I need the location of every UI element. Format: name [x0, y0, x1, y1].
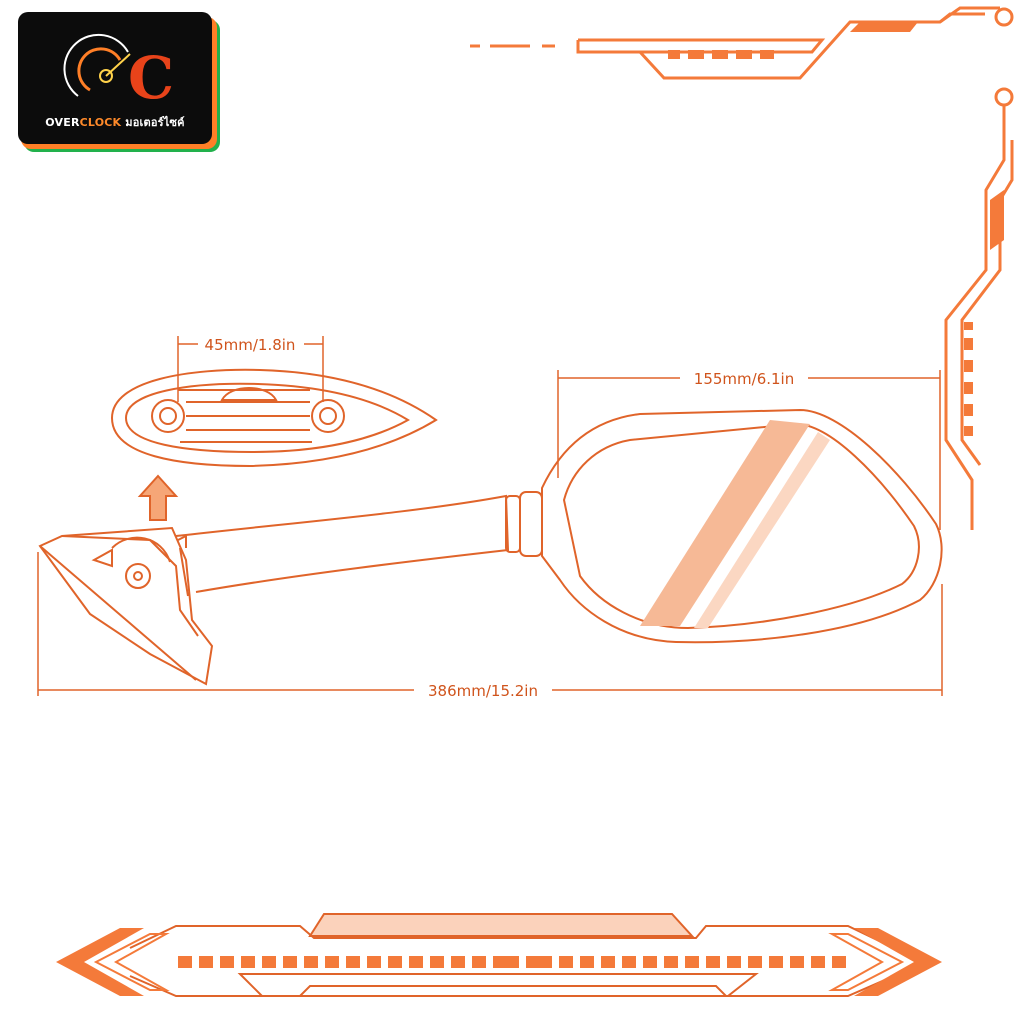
banner-dash — [601, 956, 615, 968]
banner-dash — [622, 956, 636, 968]
banner-dash — [727, 956, 741, 968]
banner-dash — [199, 956, 213, 968]
banner-dash — [493, 956, 519, 968]
banner-dash — [811, 956, 825, 968]
banner-dash — [346, 956, 360, 968]
banner-dash — [451, 956, 465, 968]
speedometer-logo-icon: C — [63, 33, 174, 112]
banner-dash — [430, 956, 444, 968]
bottom-banner-dashes — [178, 956, 846, 968]
banner-dash — [241, 956, 255, 968]
mirror-head — [541, 408, 943, 644]
logo-word-clock: CLOCK — [79, 116, 122, 129]
banner-dash — [220, 956, 234, 968]
logo-letter: C — [128, 44, 174, 112]
total-length-dimension — [37, 552, 943, 696]
banner-dash — [769, 956, 783, 968]
banner-dash — [580, 956, 594, 968]
mirror-width-label: 155mm/6.1in — [694, 370, 794, 388]
brand-logo: C OVERCLOCK มอเตอร์ไซค์ — [18, 12, 212, 144]
banner-dash — [472, 956, 486, 968]
mirror-width-dimension — [557, 370, 941, 530]
banner-dash — [664, 956, 678, 968]
banner-dash — [526, 956, 552, 968]
top-frame-decoration — [470, 6, 1014, 80]
banner-dash — [388, 956, 402, 968]
right-frame-dashes — [964, 322, 973, 436]
banner-dash — [178, 956, 192, 968]
top-frame-dashes — [668, 50, 774, 59]
right-frame-decoration — [944, 87, 1014, 530]
banner-dash — [832, 956, 846, 968]
mount-plate — [110, 368, 438, 468]
banner-dash — [790, 956, 804, 968]
bottom-banner-decoration — [56, 913, 942, 997]
banner-dash — [685, 956, 699, 968]
banner-dash — [262, 956, 276, 968]
banner-dash — [409, 956, 423, 968]
mount-spacing-dimension — [177, 336, 324, 402]
banner-dash — [748, 956, 762, 968]
total-length-label: 386mm/15.2in — [428, 682, 538, 700]
banner-dash — [367, 956, 381, 968]
logo-word-thai: มอเตอร์ไซค์ — [125, 116, 185, 129]
logo-wordmark: OVERCLOCK มอเตอร์ไซค์ — [18, 113, 212, 131]
mirror-base — [38, 526, 214, 686]
mirror-arm — [175, 491, 543, 597]
banner-dash — [304, 956, 318, 968]
banner-dash — [325, 956, 339, 968]
up-arrow-icon — [137, 474, 179, 521]
banner-dash — [283, 956, 297, 968]
banner-dash — [559, 956, 573, 968]
mount-spacing-label: 45mm/1.8in — [205, 336, 296, 354]
logo-word-over: OVER — [45, 116, 80, 129]
banner-dash — [643, 956, 657, 968]
banner-dash — [706, 956, 720, 968]
